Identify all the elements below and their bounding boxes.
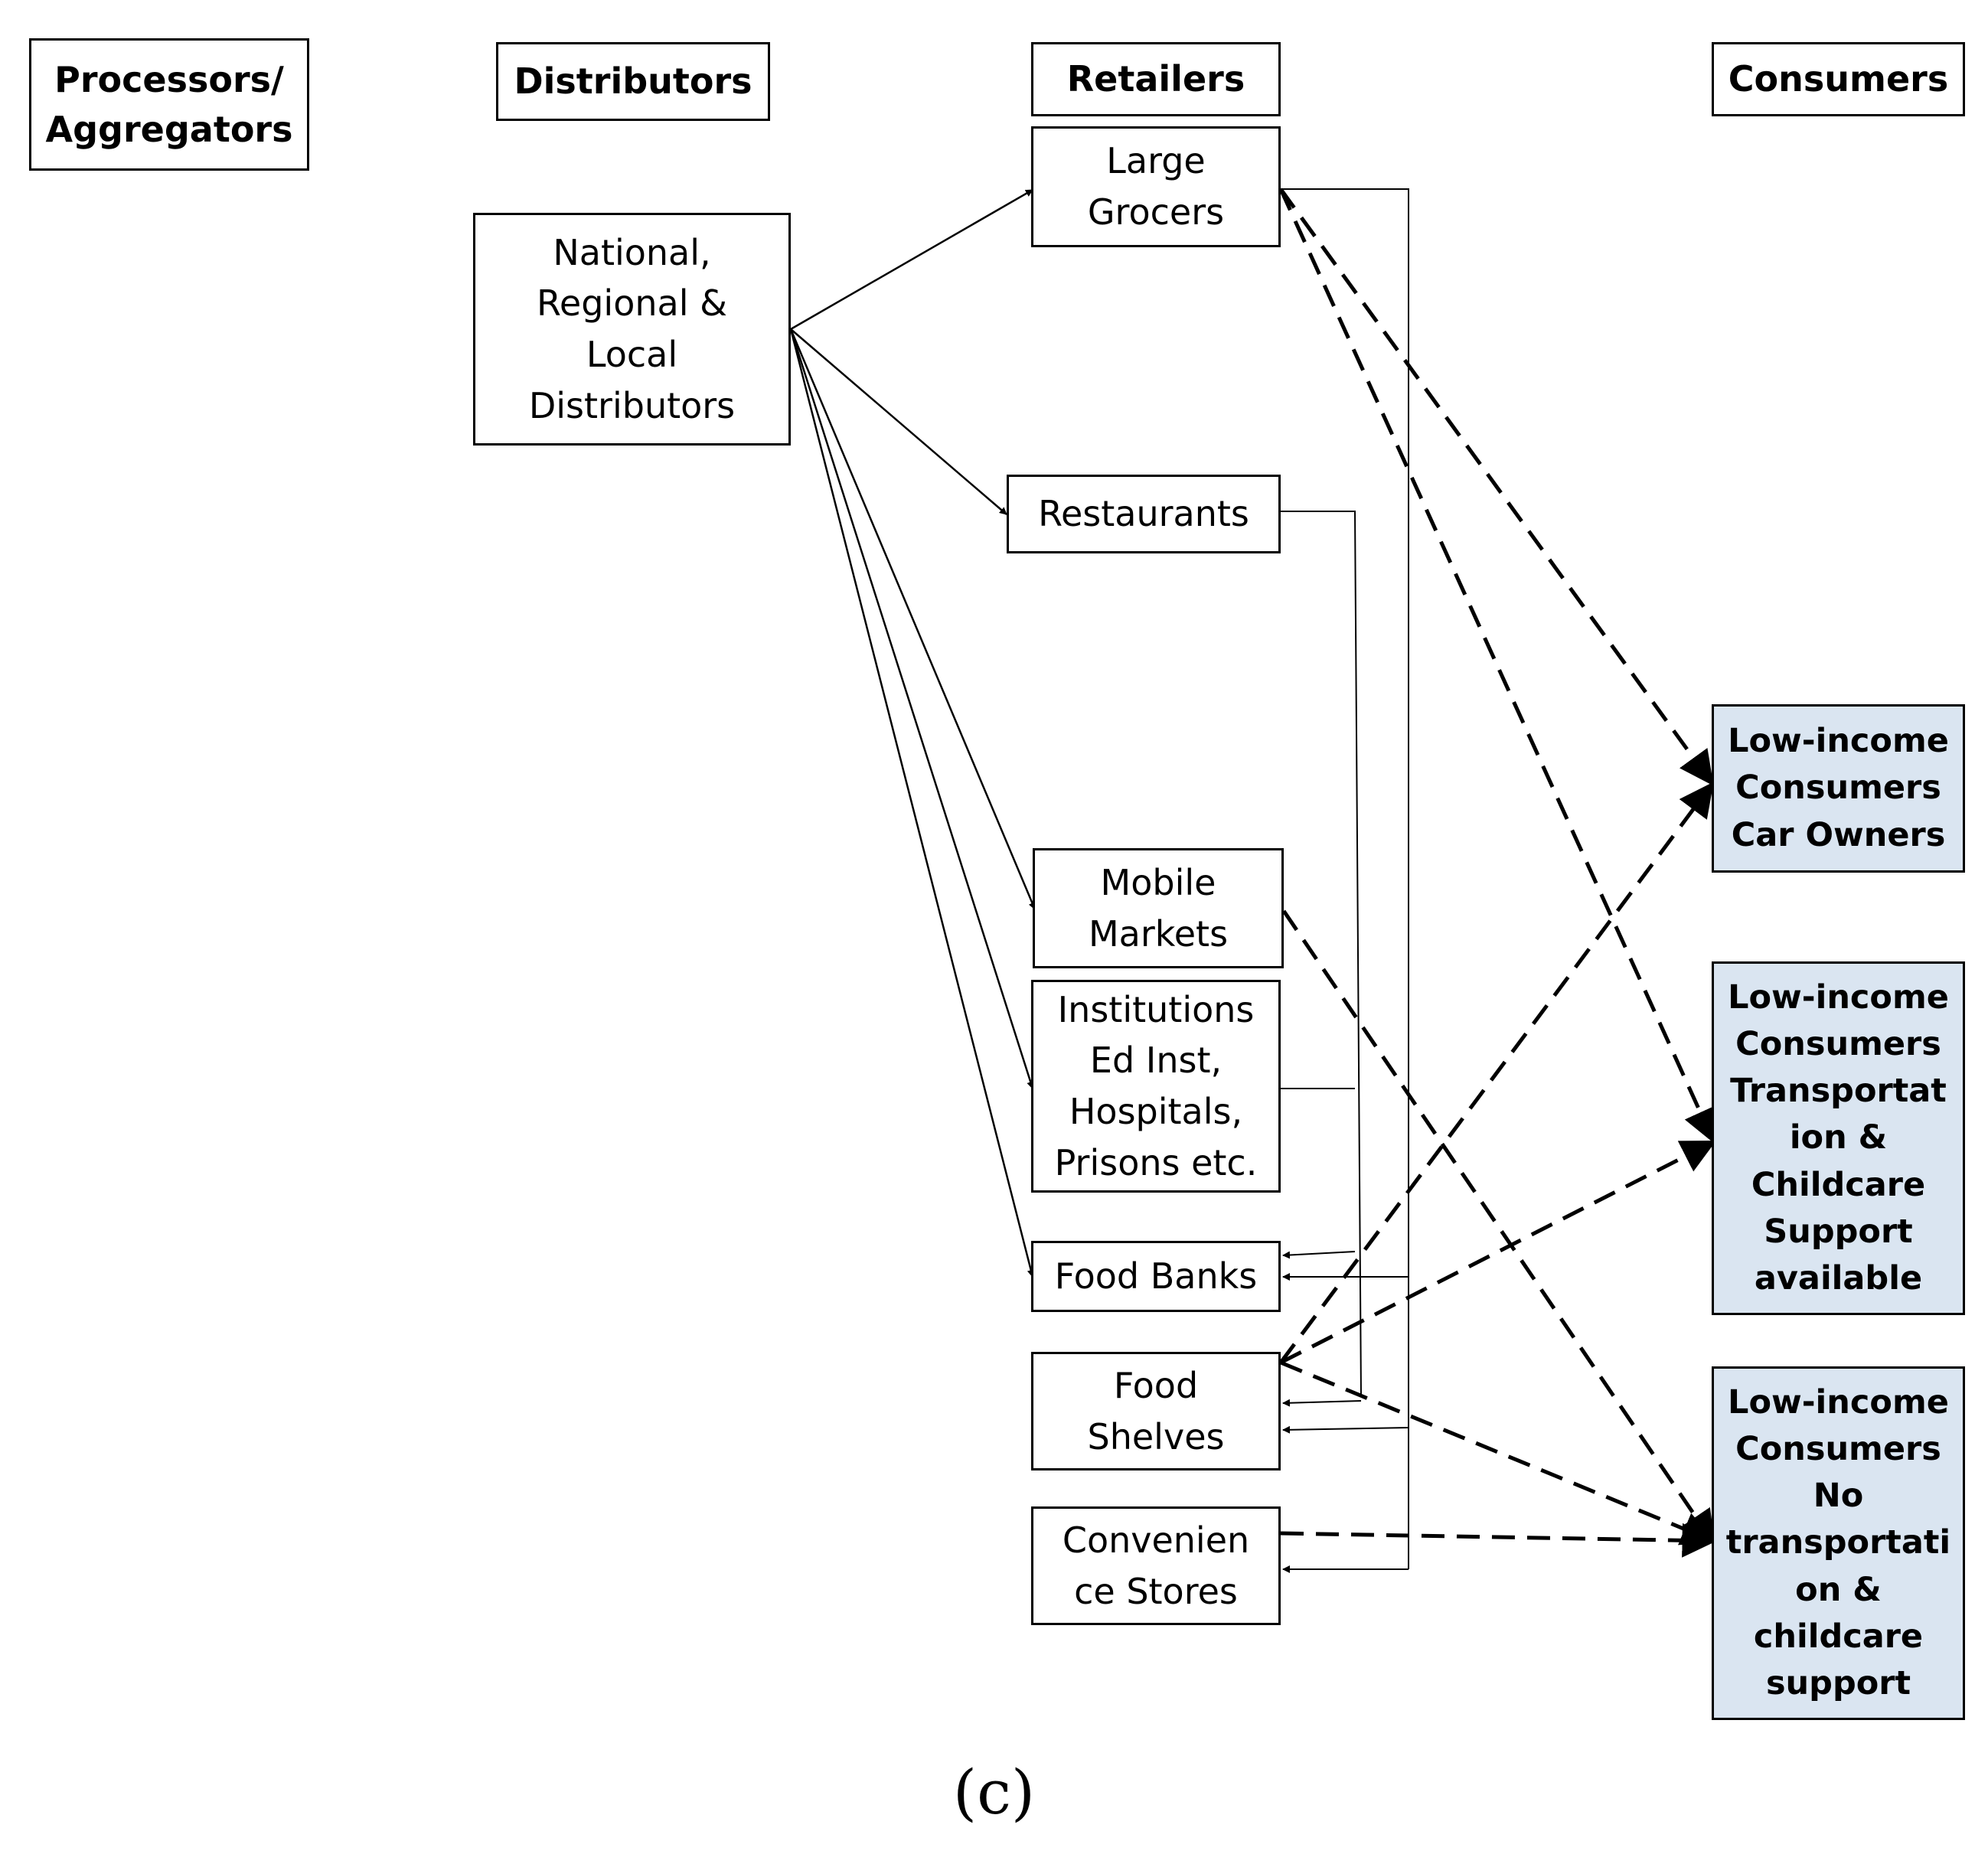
- flow-dist-to-institutions: [789, 328, 1035, 1089]
- retailer-food-banks: Food Banks: [1031, 1241, 1281, 1312]
- header-consumers: Consumers: [1712, 42, 1965, 116]
- header-processors: Processors/ Aggregators: [29, 38, 309, 171]
- flow-dist-to-mobile-markets: [789, 328, 1036, 910]
- consumer-car-owners: Low-income Consumers Car Owners: [1712, 704, 1965, 873]
- flow-dist-to-food-banks: [789, 328, 1035, 1278]
- header-distributors: Distributors: [496, 42, 770, 121]
- access-food-shelves-to-car-owners: [1278, 782, 1714, 1364]
- flow-dist-to-large-grocers: [790, 188, 1033, 331]
- consumer-transport-support: Low-income Consumers Transportat ion & C…: [1712, 961, 1965, 1315]
- national-regional-local-distributors: National, Regional & Local Distributors: [473, 213, 791, 446]
- access-convenience-to-no-transport: [1280, 1523, 1717, 1558]
- retailer-mobile-markets: Mobile Markets: [1033, 848, 1284, 968]
- access-large-grocers-to-car-owners: [1278, 188, 1714, 786]
- line-restaurants-bus: [1281, 511, 1362, 1398]
- arrow-to-food-banks-1: [1282, 1251, 1356, 1259]
- retailer-institutions: Institutions Ed Inst, Hospitals, Prisons…: [1031, 980, 1281, 1193]
- figure-caption: (c): [952, 1757, 1036, 1828]
- header-retailers: Retailers: [1031, 42, 1281, 116]
- access-mobile-markets-to-no-transport: [1281, 909, 1715, 1546]
- access-food-shelves-to-transport-support: [1279, 1140, 1717, 1365]
- arrow-to-food-shelves-2: [1282, 1425, 1409, 1434]
- retailer-large-grocers: Large Grocers: [1031, 126, 1281, 247]
- consumer-no-transport: Low-income Consumers No transportati on …: [1712, 1366, 1965, 1720]
- retailer-restaurants: Restaurants: [1007, 475, 1281, 553]
- flow-dist-to-restaurants: [790, 328, 1007, 515]
- arrow-to-food-shelves-1: [1282, 1399, 1362, 1407]
- access-large-grocers-to-transport-support: [1278, 188, 1716, 1144]
- retailer-food-shelves: Food Shelves: [1031, 1352, 1281, 1470]
- line-large-grocers-bus: [1281, 188, 1409, 1569]
- retailer-convenience-stores: Convenien ce Stores: [1031, 1506, 1281, 1625]
- access-food-shelves-to-no-transport: [1280, 1360, 1717, 1546]
